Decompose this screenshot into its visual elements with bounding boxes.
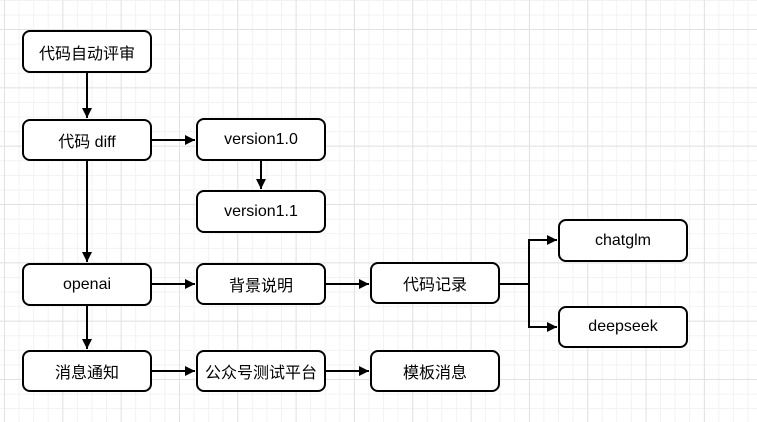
edge-code-record-to-chatglm <box>500 235 557 285</box>
node-label: 消息通知 <box>54 365 119 382</box>
node-code-auto-review[interactable]: 代码自动评审 <box>22 30 152 73</box>
node-code-diff[interactable]: 代码 diff <box>22 119 152 161</box>
node-template-message[interactable]: 模板消息 <box>370 350 500 392</box>
node-label: version1.0 <box>224 130 298 148</box>
node-label: 代码 diff <box>58 134 116 151</box>
edge-code-record-to-deepseek <box>500 283 557 332</box>
node-label: 公众号测试平台 <box>204 365 317 382</box>
node-code-record[interactable]: 代码记录 <box>370 262 500 304</box>
node-version-1-0[interactable]: version1.0 <box>196 118 326 161</box>
node-chatglm[interactable]: chatglm <box>558 219 688 262</box>
node-label: deepseek <box>588 318 658 335</box>
node-version-1-1[interactable]: version1.1 <box>196 190 326 233</box>
node-deepseek[interactable]: deepseek <box>558 306 688 348</box>
node-label: openai <box>62 275 112 293</box>
node-label: 代码记录 <box>402 277 467 294</box>
node-label: 代码自动评审 <box>38 45 135 63</box>
node-label: version1.1 <box>224 202 298 220</box>
node-label: 模板消息 <box>402 365 467 382</box>
node-openai[interactable]: openai <box>22 263 152 306</box>
node-background-note[interactable]: 背景说明 <box>196 263 326 305</box>
node-message-notify[interactable]: 消息通知 <box>22 350 152 392</box>
node-label: chatglm <box>594 231 652 249</box>
node-wechat-test-platform[interactable]: 公众号测试平台 <box>196 350 326 392</box>
node-label: 背景说明 <box>228 278 293 295</box>
